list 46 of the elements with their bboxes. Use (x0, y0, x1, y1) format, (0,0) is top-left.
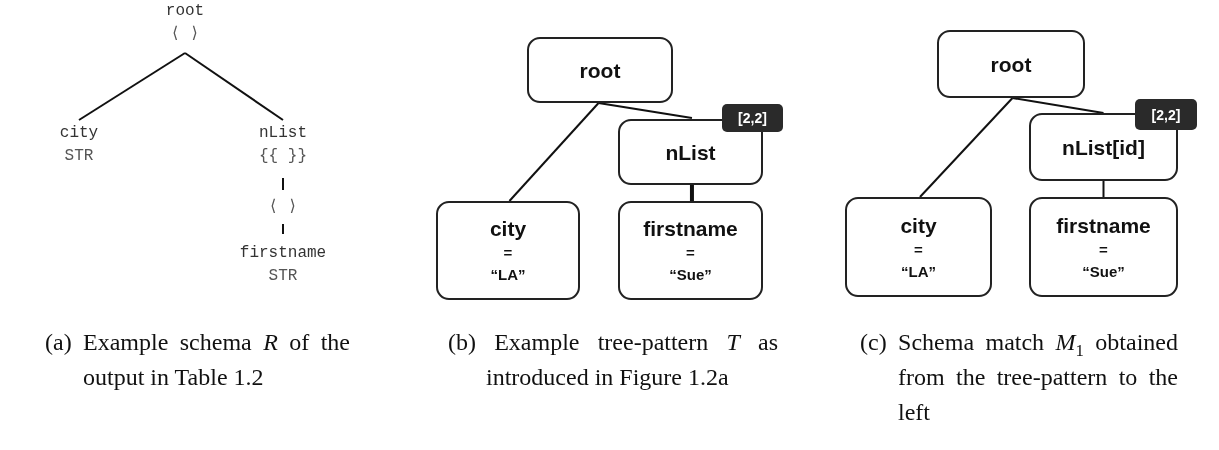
field-name: nList (259, 123, 307, 144)
tree-node-box (845, 197, 992, 297)
node-value: “LA” (901, 261, 936, 282)
node-label: root (579, 57, 621, 84)
node-label: root (990, 51, 1032, 78)
type-label: STR (268, 266, 298, 287)
tree-node-box (1029, 197, 1178, 297)
caption: (a) Example schema R of the output in Table 1.2 (45, 328, 350, 392)
node-label: city (900, 212, 937, 239)
connector-line (597, 102, 693, 119)
type-label: STR (64, 146, 94, 167)
connector-line (1011, 97, 1105, 114)
type-label: ⟨ ⟩ (170, 24, 200, 45)
tree-node-box (436, 201, 580, 300)
node-value: = (503, 243, 513, 263)
type-label: {{ }} (259, 146, 307, 167)
node-value: = (1099, 239, 1108, 260)
connector-line (918, 97, 1014, 198)
field-name: root (165, 1, 205, 22)
type-label: ⟨ ⟩ (268, 197, 298, 218)
node-label: firstname (1056, 212, 1151, 239)
connector-line (78, 52, 186, 121)
connector-line (184, 52, 284, 121)
connector-line (689, 185, 694, 201)
tree-node-box (527, 37, 673, 103)
cardinality-badge: [2,2] (722, 104, 783, 132)
node-label: city (489, 216, 527, 242)
node-value: “LA” (490, 265, 526, 285)
field-name: city (59, 123, 99, 144)
cardinality-badge: [2,2] (1135, 99, 1197, 130)
node-label: nList[id] (1062, 134, 1145, 161)
caption: (b) Example tree-pattern T as introduced in Figure 1.2a (448, 328, 778, 392)
connector-line (508, 102, 600, 202)
node-value: “Sue” (1082, 261, 1125, 282)
tree-node-box (937, 30, 1085, 98)
node-label: nList (665, 139, 716, 166)
field-name: firstname (239, 243, 327, 264)
node-value: = (914, 239, 923, 260)
node-label: firstname (643, 216, 738, 242)
node-value: = (686, 243, 695, 263)
connector-line (282, 223, 284, 235)
tree-node-box (618, 201, 763, 300)
connector-line (1102, 180, 1105, 198)
node-value: “Sue” (669, 265, 712, 285)
connector-line (282, 177, 284, 191)
caption: (c) Schema match M$_{1}$ obtained from the tree-pattern to the left (860, 328, 1178, 427)
